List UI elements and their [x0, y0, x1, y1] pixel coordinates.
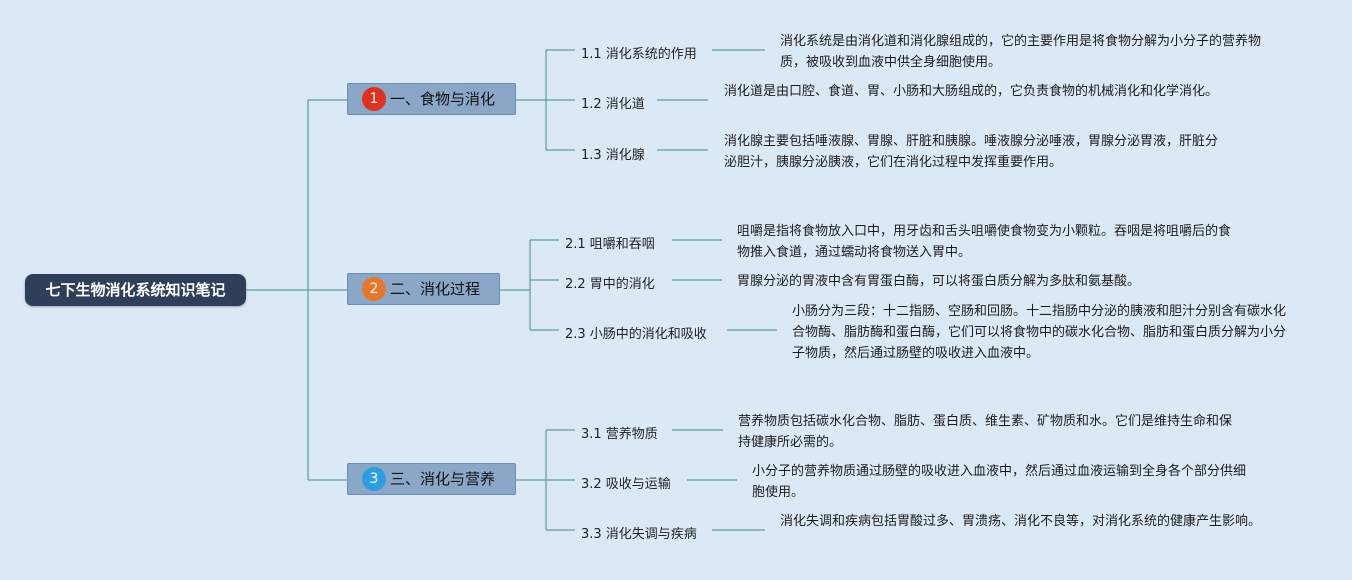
note-3-2: 小分子的营养物质通过肠壁的吸收进入血液中，然后通过血液运输到全身各个部分供细胞使…: [752, 464, 1247, 500]
number-badge-2: 2: [362, 277, 386, 301]
branch-node-3[interactable]: 3 三、消化与营养: [347, 463, 516, 495]
subtopic-3-1[interactable]: 3.1 营养物质: [581, 427, 658, 442]
subtopic-3-2[interactable]: 3.2 吸收与运输: [581, 477, 671, 492]
branch-title: 三、消化与营养: [390, 470, 496, 488]
root-node[interactable]: 七下生物消化系统知识笔记: [25, 274, 246, 306]
subtopic-2-1[interactable]: 2.1 咀嚼和吞咽: [565, 237, 655, 252]
branch-title: 二、消化过程: [390, 280, 481, 298]
subtopic-1-3[interactable]: 1.3 消化腺: [581, 148, 645, 163]
note-1-3: 消化腺主要包括唾液腺、胃腺、肝脏和胰腺。唾液腺分泌唾液，胃腺分泌胃液，肝脏分泌胆…: [724, 134, 1219, 170]
branch-node-2[interactable]: 2 二、消化过程: [347, 273, 500, 305]
subtopic-2-2[interactable]: 2.2 胃中的消化: [565, 277, 655, 292]
note-2-2: 胃腺分泌的胃液中含有胃蛋白酶，可以将蛋白质分解为多肽和氨基酸。: [737, 274, 1141, 289]
subtopic-1-1[interactable]: 1.1 消化系统的作用: [581, 47, 697, 62]
note-2-3: 小肠分为三段：十二指肠、空肠和回肠。十二指肠中分泌的胰液和胆汁分别含有碳水化合物…: [792, 304, 1287, 361]
number-badge-3: 3: [362, 467, 386, 491]
branch-node-1[interactable]: 1 一、食物与消化: [347, 83, 516, 115]
note-3-3: 消化失调和疾病包括胃酸过多、胃溃疡、消化不良等，对消化系统的健康产生影响。: [780, 514, 1262, 529]
note-3-1: 营养物质包括碳水化合物、脂肪、蛋白质、维生素、矿物质和水。它们是维持生命和保持健…: [738, 414, 1233, 450]
subtopic-3-3[interactable]: 3.3 消化失调与疾病: [581, 527, 697, 542]
note-1-1: 消化系统是由消化道和消化腺组成的，它的主要作用是将食物分解为小分子的营养物质，被…: [780, 34, 1262, 70]
note-1-2: 消化道是由口腔、食道、胃、小肠和大肠组成的，它负责食物的机械消化和化学消化。: [724, 84, 1219, 99]
branch-title: 一、食物与消化: [390, 90, 496, 108]
subtopic-1-2[interactable]: 1.2 消化道: [581, 97, 645, 112]
subtopic-2-3[interactable]: 2.3 小肠中的消化和吸收: [565, 327, 707, 342]
note-2-1: 咀嚼是指将食物放入口中，用牙齿和舌头咀嚼使食物变为小颗粒。吞咽是将咀嚼后的食物推…: [737, 224, 1232, 260]
number-badge-1: 1: [362, 87, 386, 111]
